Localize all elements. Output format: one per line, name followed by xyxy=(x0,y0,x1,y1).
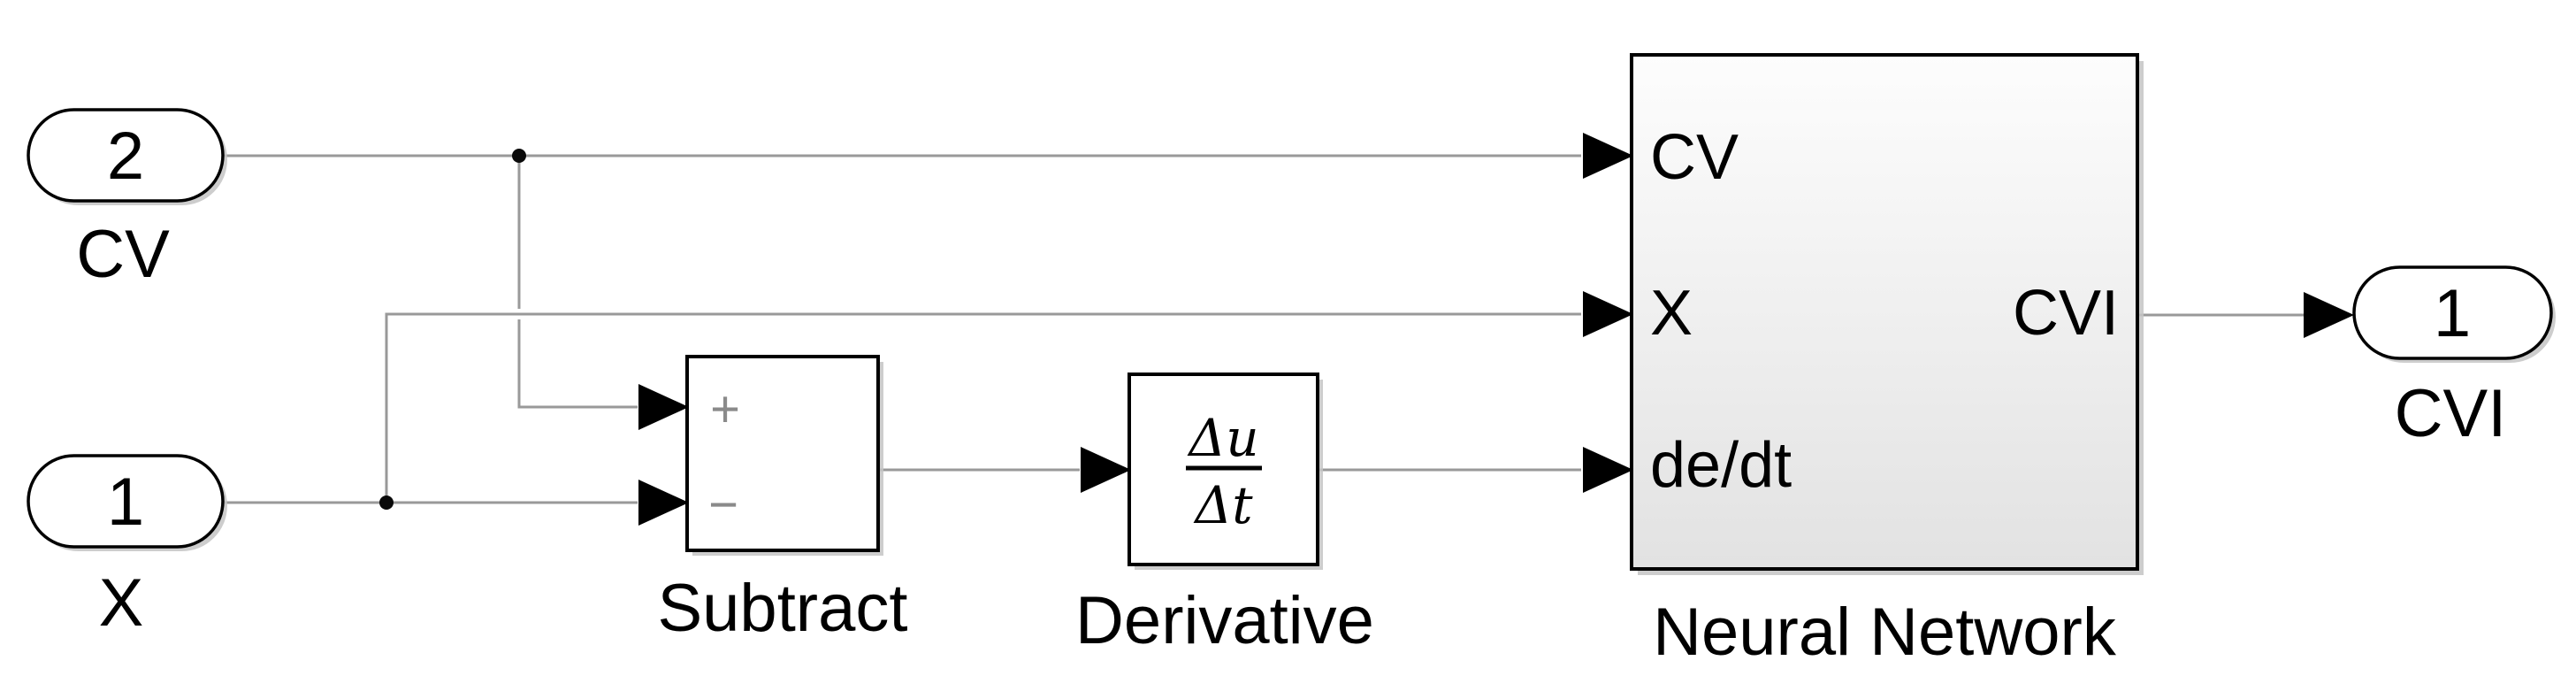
arrowhead-icon-nn-dedt xyxy=(1583,447,1633,493)
inport-cv[interactable]: 2 xyxy=(27,108,227,205)
arrowhead-icon-nn-cv xyxy=(1583,133,1633,179)
inport-x-number: 1 xyxy=(107,465,144,540)
arrowhead-icon-derivative-in xyxy=(1081,447,1131,493)
derivative-label: Derivative xyxy=(1075,583,1374,658)
nn-port-label-cvi: CVI xyxy=(2013,278,2119,349)
inport-x[interactable]: 1 xyxy=(27,454,227,551)
subtract-label: Subtract xyxy=(657,571,907,646)
subtract-block[interactable]: + − xyxy=(685,355,883,556)
arrowhead-icon-nn-x xyxy=(1583,291,1633,337)
nn-port-label-x: X xyxy=(1650,278,1693,349)
wire-x-branch-to-nn[interactable] xyxy=(385,312,1581,503)
subtract-minus-sign: − xyxy=(708,476,738,534)
inport-x-label: X xyxy=(99,565,144,641)
inport-x-oval[interactable] xyxy=(27,454,225,549)
subtract-plus-sign: + xyxy=(710,380,740,438)
nn-port-label-dedt: de/dt xyxy=(1650,430,1792,501)
junction-dot-x-branch xyxy=(379,495,394,510)
arrowhead-icon-subtract-minus xyxy=(638,480,689,526)
outport-cvi-label: CVI xyxy=(2395,376,2507,451)
outport-cvi[interactable]: 1 xyxy=(2352,265,2556,363)
inport-cv-number: 2 xyxy=(107,119,144,194)
derivative-formula-denominator: Δt xyxy=(1193,475,1253,535)
subtract-body[interactable] xyxy=(685,355,880,552)
arrowhead-icon-outport xyxy=(2304,292,2354,338)
outport-cvi-oval[interactable] xyxy=(2352,265,2553,360)
arrowhead-icon-subtract-plus xyxy=(638,384,689,430)
derivative-block[interactable]: Δu Δt xyxy=(1127,373,1323,570)
wire-cv-branch-to-subtract-plus[interactable] xyxy=(517,156,638,409)
nn-port-label-cv: CV xyxy=(1650,122,1739,193)
neural-network-body[interactable] xyxy=(1630,53,2139,571)
neural-network-label: Neural Network xyxy=(1653,595,2117,670)
inport-cv-label: CV xyxy=(76,217,170,292)
outport-cvi-number: 1 xyxy=(2434,276,2471,351)
neural-network-block[interactable]: CV X de/dt CVI xyxy=(1630,53,2144,575)
junction-dot-cv-branch xyxy=(512,149,526,163)
inport-cv-oval[interactable] xyxy=(27,108,225,203)
derivative-formula-numerator: Δu xyxy=(1187,408,1258,468)
